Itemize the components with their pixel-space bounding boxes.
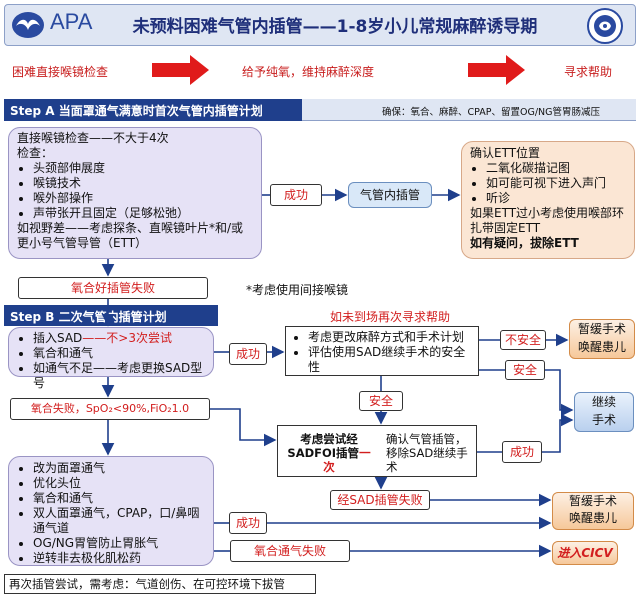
list-item: 氧合和通气 (33, 346, 205, 361)
list-item: 喉镜技术 (33, 176, 253, 191)
indirect-laryngoscope-note: *考虑使用间接喉镜 (246, 283, 349, 297)
sadfoi-box: 考虑尝试经SADFOI插管一次 确认气管插管，移除SAD继续手术 (277, 425, 477, 477)
sadfoi-once: 一次 (323, 446, 371, 474)
laryngoscopy-title: 直接喉镜检查——不大于4次 (17, 131, 169, 145)
success-label: 成功 (502, 441, 542, 463)
sad-list: 插入SAD——不>3次尝试 氧合和通气 如通气不足——考虑更换SAD型号 (17, 331, 205, 391)
list-item: 逆转非去极化肌松药 (33, 551, 205, 566)
small-ett-note: 如果ETT过小考虑使用喉部环扎带固定ETT (470, 206, 625, 235)
confirm-ett-box: 确认ETT位置 二氧化碳描记图 如可能可视下进入声门 听诊 如果ETT过小考虑使… (461, 141, 635, 259)
header-bar (4, 4, 636, 46)
help-again-note: 如未到场再次寻求帮助 (330, 310, 451, 324)
rescue-list: 改为面罩通气 优化头位 氧合和通气 双人面罩通气，CPAP，口/鼻咽通气道 OG… (17, 461, 205, 566)
intubation-box: 气管内插管 (348, 182, 432, 208)
list-item: 评估使用SAD继续手术的安全性 (308, 345, 472, 375)
sadfoi-label: 考虑尝试经SADFOI插管 (287, 432, 360, 460)
laryngoscopy-box: 直接喉镜检查——不大于4次 检查： 头颈部伸展度 喉镜技术 喉外部操作 声带张开… (8, 127, 262, 259)
list-item: 听诊 (486, 191, 626, 206)
success-label: 成功 (270, 184, 322, 206)
pause-wake-box: 暂缓手术 唤醒患儿 (569, 319, 635, 359)
flow-step-2: 给予纯氧，维持麻醉深度 (242, 65, 375, 79)
footer-note: 再次插管尝试，需考虑：气道创伤、在可控环境下拔管 (4, 574, 316, 594)
list-item: 改为面罩通气 (33, 461, 205, 476)
flow-step-1: 困难直接喉镜检查 (12, 65, 109, 79)
flow-step-3: 寻求帮助 (564, 65, 613, 79)
step-a-label: Step A 当面罩通气满意时首次气管内插管计划 (4, 99, 302, 121)
red-arrow-icon (152, 55, 209, 85)
intubation-fail-label: 氧合好插管失败 (18, 277, 208, 299)
consider-list: 考虑更改麻醉方式和手术计划 评估使用SAD继续手术的安全性 (292, 330, 472, 375)
doubt-remove-ett: 如有疑问，拔除ETT (470, 236, 579, 250)
list-item: 考虑更改麻醉方式和手术计划 (308, 330, 472, 345)
oxygenation-fail-label: 氧合失败，SpO₂<90%,FiO₂1.0 (10, 398, 210, 420)
list-item: 插入SAD——不>3次尝试 (33, 331, 205, 346)
sad-insert-text: 插入SAD (33, 331, 83, 345)
sad-attempts-limit: ——不>3次尝试 (82, 331, 172, 345)
step-a-ensure: 确保：氧合、麻醉、CPAP、留置OG/NG管胃肠减压 (382, 107, 600, 118)
list-item: 头颈部伸展度 (33, 161, 253, 176)
safe-label: 安全 (505, 360, 545, 380)
consider-box: 考虑更改麻醉方式和手术计划 评估使用SAD继续手术的安全性 (285, 326, 479, 376)
success-label: 成功 (229, 343, 267, 365)
list-item: 优化头位 (33, 476, 205, 491)
red-arrow-icon (468, 55, 525, 85)
success-label: 成功 (229, 512, 267, 534)
list-item: OG/NG胃管防止胃胀气 (33, 536, 205, 551)
poor-view-note: 如视野差——考虑探条、直喉镜叶片*和/或更小号气管导管（ETT） (17, 221, 244, 250)
confirm-remove-sad: 确认气管插管，移除SAD继续手术 (386, 432, 468, 474)
list-item: 如可能可视下进入声门 (486, 176, 626, 191)
society-seal-icon (587, 8, 623, 44)
confirm-list: 二氧化碳描记图 如可能可视下进入声门 听诊 (470, 161, 626, 206)
page-title: 未预料困难气管内插管——1-8岁小儿常规麻醉诱导期 (132, 17, 538, 37)
unsafe-label: 不安全 (500, 330, 546, 350)
list-item: 喉外部操作 (33, 191, 253, 206)
list-item: 二氧化碳描记图 (486, 161, 626, 176)
pause-wake-box: 暂缓手术 唤醒患儿 (552, 492, 634, 530)
list-item: 双人面罩通气，CPAP，口/鼻咽通气道 (33, 506, 205, 536)
logo-text: APA (50, 9, 93, 34)
oxy-vent-fail-label: 氧合通气失败 (230, 540, 350, 562)
sadfoi-text: 考虑尝试经SADFOI插管一次 (284, 432, 374, 474)
safe-label: 安全 (359, 391, 403, 411)
sad-box: 插入SAD——不>3次尝试 氧合和通气 如通气不足——考虑更换SAD型号 (8, 327, 214, 390)
list-item: 声带张开且固定（足够松弛） (33, 206, 253, 221)
list-item: 如通气不足——考虑更换SAD型号 (33, 361, 205, 391)
confirm-title: 确认ETT位置 (470, 146, 541, 160)
mask-ventilation-box: 改为面罩通气 优化头位 氧合和通气 双人面罩通气，CPAP，口/鼻咽通气道 OG… (8, 456, 214, 566)
check-label: 检查： (17, 146, 54, 160)
apa-logo-icon (12, 12, 44, 38)
check-list: 头颈部伸展度 喉镜技术 喉外部操作 声带张开且固定（足够松弛） (17, 161, 253, 221)
list-item: 氧合和通气 (33, 491, 205, 506)
cicv-box: 进入CICV (552, 541, 618, 565)
sad-intubation-fail-label: 经SAD插管失败 (330, 490, 430, 510)
continue-surgery-box: 继续 手术 (574, 392, 634, 432)
